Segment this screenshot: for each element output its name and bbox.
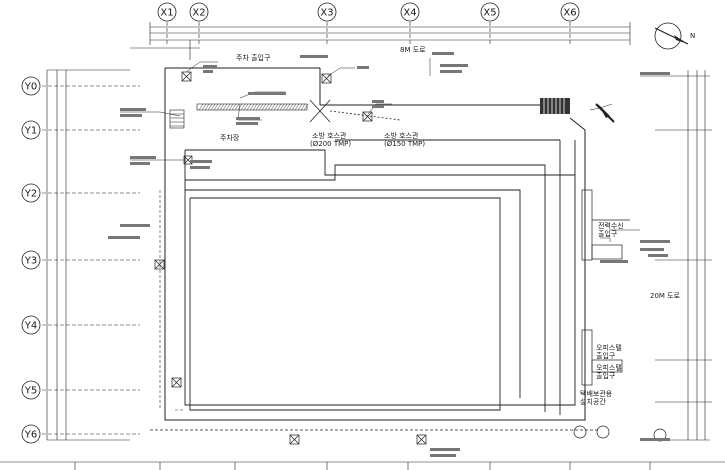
grid-label-y: Y6	[24, 430, 37, 441]
fire-hose-box	[154, 259, 165, 270]
fire-hose-box	[171, 377, 182, 388]
label-fire-hose-b: 소방 호스관	[384, 131, 419, 140]
entrance-arrow-icon	[595, 103, 615, 123]
grid-label-x: X5	[483, 8, 496, 19]
building-outlines	[184, 139, 576, 415]
grid-label-y: Y5	[24, 386, 37, 397]
grid-label-y: Y3	[24, 256, 37, 267]
grid-bubble-x: X1	[157, 2, 177, 45]
grid-bubble-y: Y2	[21, 183, 140, 203]
left-dimension-lines	[46, 69, 130, 441]
grid-label-x: X2	[192, 8, 205, 19]
fire-hose-box	[289, 434, 300, 445]
grid-bubble-x: X2	[189, 2, 209, 45]
minor-annotation-marks	[108, 52, 670, 457]
label-fire-hose-b-spec: (Ø150 TMP)	[384, 140, 425, 148]
grid-bubble-x: X5	[480, 2, 500, 45]
left-dashed-lines	[159, 190, 185, 411]
grid-label-y: Y1	[24, 126, 37, 137]
grid-label-x: X4	[403, 8, 416, 19]
grid-bubble-x: X6	[560, 2, 580, 45]
fire-hose-box	[362, 111, 373, 122]
parking-stairs-icon	[169, 109, 185, 129]
site-boundary	[150, 67, 600, 431]
grid-bubble-y: Y0	[21, 76, 140, 96]
grid-bubble-y: Y3	[21, 250, 140, 270]
label-fire-hose-a-spec: (Ø200 TMP)	[310, 140, 351, 148]
bottom-ticks	[0, 461, 725, 470]
label-parking-area: 주차장	[220, 133, 240, 142]
north-arrow-icon: N	[654, 22, 695, 50]
grid-label-y: Y0	[24, 82, 37, 93]
north-label: N	[690, 32, 695, 40]
label-right-upper: 8M 도로	[400, 46, 426, 54]
hose-junction	[309, 99, 401, 123]
label-fire-hose-a: 소방 호스관	[312, 131, 347, 140]
fire-hose-box	[416, 434, 427, 445]
grid-label-x: X6	[563, 8, 576, 19]
grid-label-x: X3	[320, 8, 333, 19]
grid-bubble-y: Y1	[21, 120, 140, 140]
grid-label-x: X1	[160, 8, 173, 19]
entrance-stairs-icon	[540, 98, 570, 114]
hatched-wall	[196, 103, 309, 111]
fire-hose-box	[181, 71, 192, 82]
grid-bubble-y: Y5	[21, 380, 140, 400]
grid-bubble-x: X3	[317, 2, 337, 45]
fire-hose-boxes	[154, 71, 427, 445]
grid-bubble-x: X4	[400, 2, 420, 45]
label-parking-entrance: 주차 출입구	[236, 53, 271, 62]
top-dimension-lines	[130, 22, 631, 60]
grid-label-y: Y4	[24, 321, 37, 332]
grid-label-y: Y2	[24, 189, 37, 200]
right-service-strip	[581, 189, 630, 386]
fire-hose-box	[321, 73, 332, 84]
grid-bubble-y: Y4	[21, 315, 140, 335]
label-right-area: 20M 도로	[650, 292, 681, 300]
grid-bubble-y: Y6	[21, 424, 140, 444]
